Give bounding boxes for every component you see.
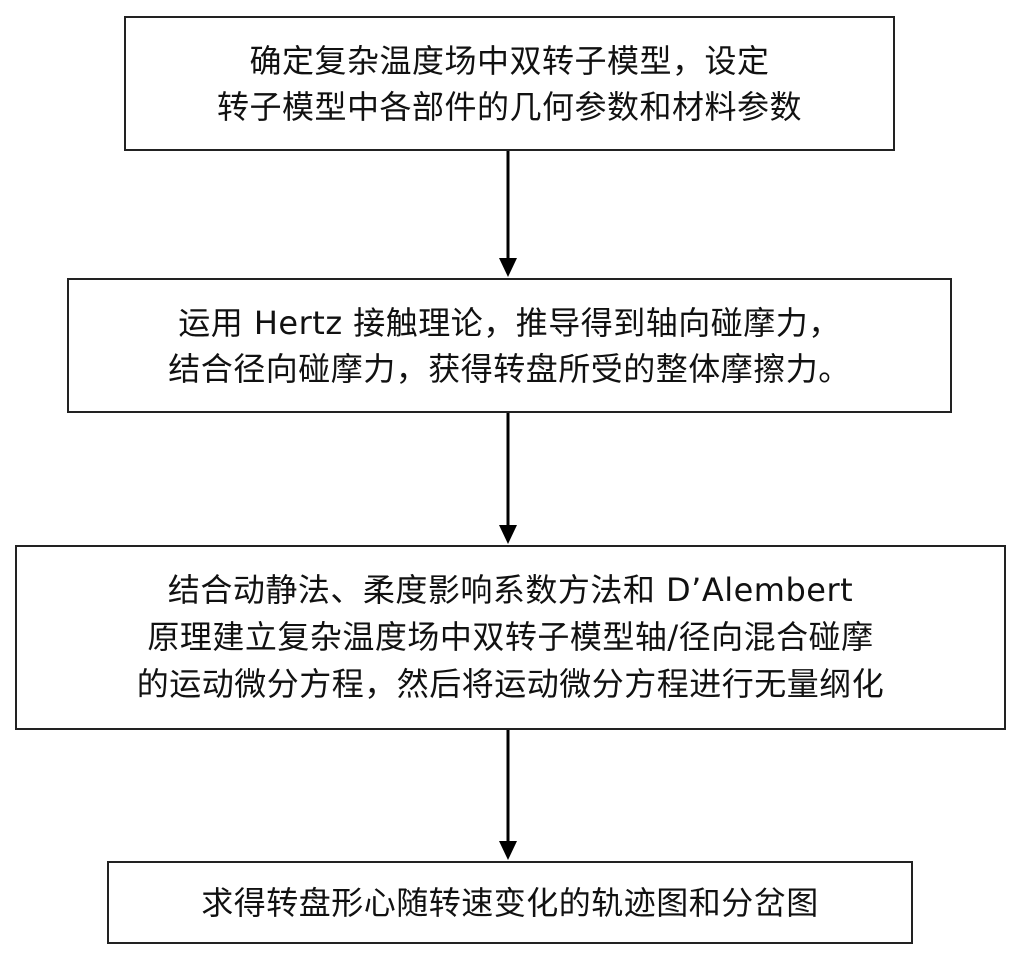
- step-2-box: 运用 Hertz 接触理论，推导得到轴向碰摩力， 结合径向碰摩力，获得转盘所受的…: [67, 278, 952, 413]
- arrow-step2-to-step3: [499, 413, 517, 544]
- step-3-line-2: 原理建立复杂温度场中双转子模型轴/径向混合碰摩: [147, 618, 874, 656]
- arrow-step3-to-step4: [499, 730, 517, 860]
- step-1-box: 确定复杂温度场中双转子模型，设定 转子模型中各部件的几何参数和材料参数: [124, 16, 895, 151]
- step-2-line-1: 运用 Hertz 接触理论，推导得到轴向碰摩力，: [178, 303, 841, 342]
- arrow-step1-to-step2: [499, 151, 517, 277]
- step-3-line-1: 结合动静法、柔度影响系数方法和 D’Alembert: [167, 571, 854, 609]
- step-2-line-2: 结合径向碰摩力，获得转盘所受的整体摩擦力。: [168, 349, 851, 388]
- step-3-line-3: 的运动微分方程，然后将运动微分方程进行无量纲化: [136, 665, 885, 703]
- step-3-box: 结合动静法、柔度影响系数方法和 D’Alembert 原理建立复杂温度场中双转子…: [15, 545, 1006, 730]
- step-4-box: 求得转盘形心随转速变化的轨迹图和分岔图: [107, 861, 913, 944]
- step-4-line-1: 求得转盘形心随转速变化的轨迹图和分岔图: [201, 883, 819, 922]
- step-1-line-2: 转子模型中各部件的几何参数和材料参数: [216, 87, 802, 126]
- step-1-line-1: 确定复杂温度场中双转子模型，设定: [249, 41, 770, 80]
